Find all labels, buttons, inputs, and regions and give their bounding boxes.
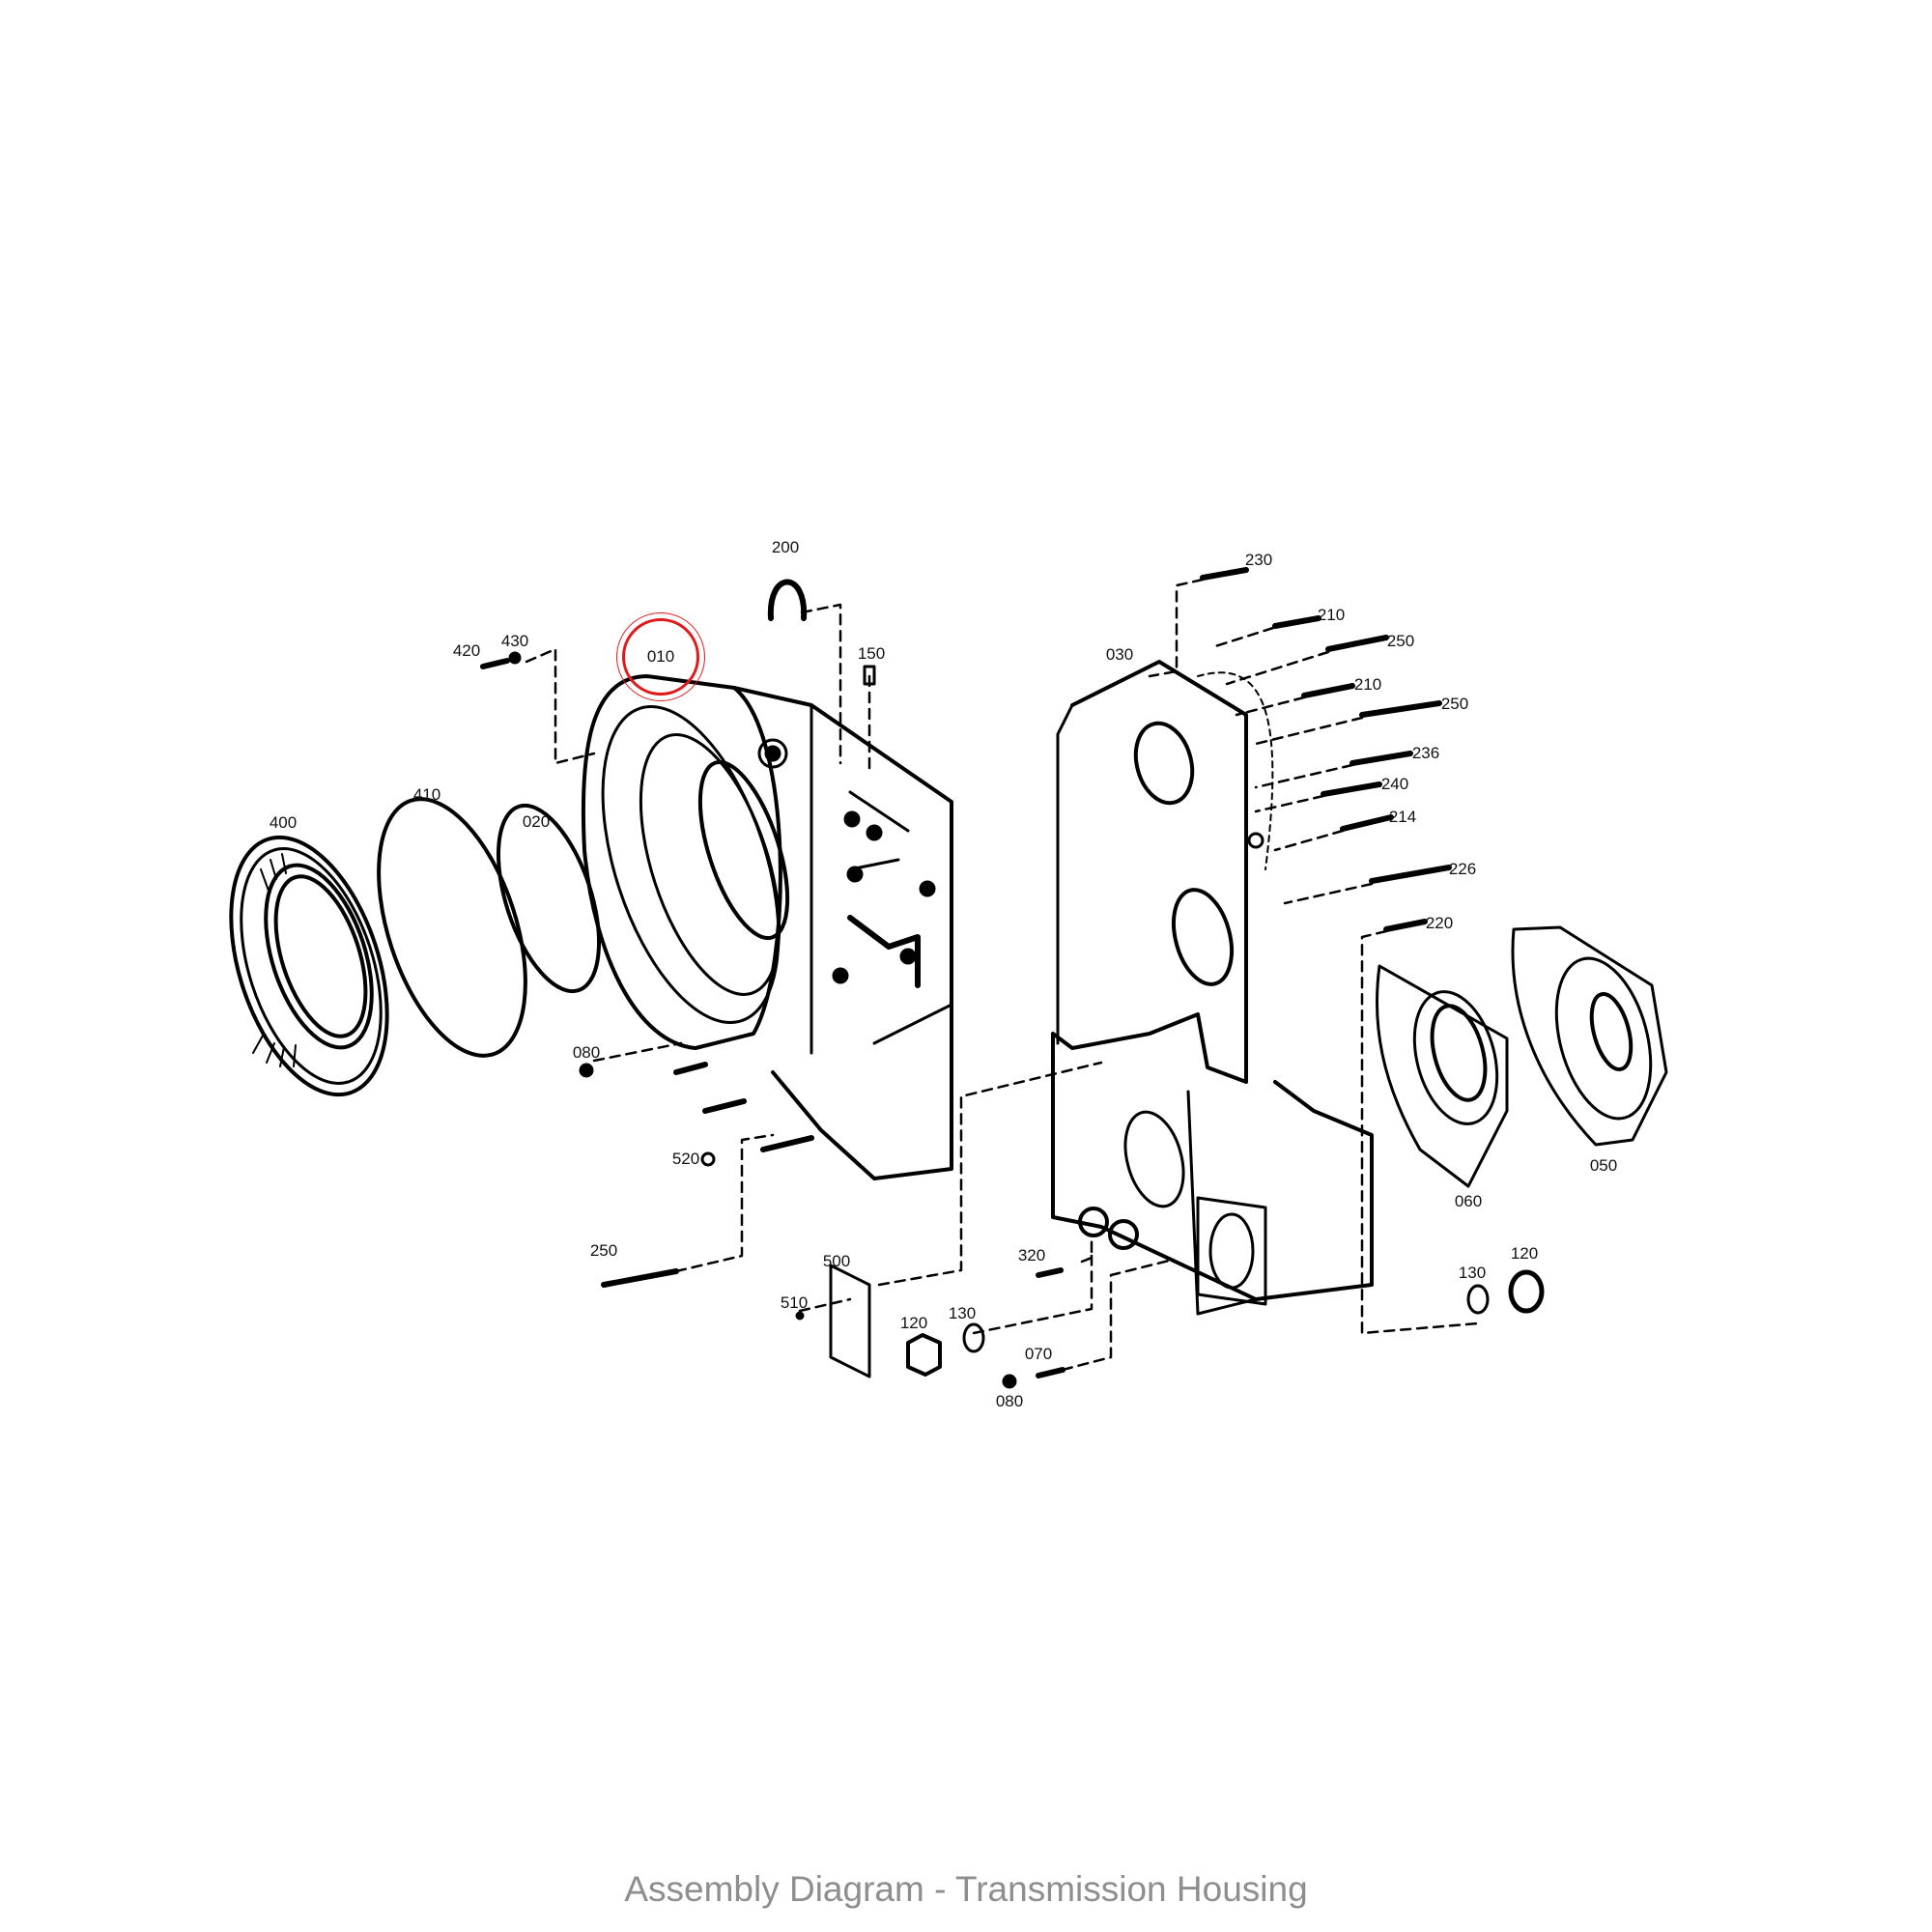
part-label-320[interactable]: 320 <box>1017 1246 1046 1264</box>
part-label-120[interactable]: 120 <box>899 1314 928 1332</box>
part-label-420[interactable]: 420 <box>452 641 481 660</box>
part-label-010[interactable]: 010 <box>646 647 675 666</box>
part-030-intermediate-housing[interactable] <box>1051 660 1374 1316</box>
part-label-080[interactable]: 080 <box>995 1392 1024 1410</box>
part-label-130[interactable]: 130 <box>1458 1264 1487 1282</box>
part-060-cover[interactable] <box>1375 964 1510 1188</box>
part-label-410[interactable]: 410 <box>412 785 441 804</box>
part-label-520[interactable]: 520 <box>671 1150 700 1168</box>
part-label-200[interactable]: 200 <box>771 538 800 556</box>
part-label-510[interactable]: 510 <box>780 1293 809 1312</box>
part-label-080[interactable]: 080 <box>572 1043 601 1062</box>
leader-lines <box>525 578 1480 1372</box>
part-400-seal-carrier[interactable] <box>202 818 416 1115</box>
part-410-o-ring[interactable] <box>351 781 554 1073</box>
part-label-250[interactable]: 250 <box>589 1241 618 1260</box>
part-label-130[interactable]: 130 <box>948 1304 977 1322</box>
small-parts <box>508 579 1545 1389</box>
part-label-400[interactable]: 400 <box>269 813 298 832</box>
part-label-240[interactable]: 240 <box>1380 775 1409 793</box>
part-label-230[interactable]: 230 <box>1244 551 1273 569</box>
diagram-caption: Assembly Diagram - Transmission Housing <box>624 1869 1308 1909</box>
part-label-214[interactable]: 214 <box>1388 808 1417 826</box>
highlight-ring-010-outer <box>616 612 705 701</box>
part-label-020[interactable]: 020 <box>522 812 551 831</box>
part-label-250[interactable]: 250 <box>1386 632 1415 650</box>
part-010-converter-housing[interactable] <box>568 674 953 1180</box>
part-label-060[interactable]: 060 <box>1454 1192 1483 1210</box>
part-label-236[interactable]: 236 <box>1411 744 1440 762</box>
part-label-150[interactable]: 150 <box>857 644 886 663</box>
part-label-500[interactable]: 500 <box>822 1252 851 1270</box>
part-label-430[interactable]: 430 <box>500 632 529 650</box>
part-label-220[interactable]: 220 <box>1425 914 1454 932</box>
part-050-cover[interactable] <box>1511 925 1668 1147</box>
part-label-050[interactable]: 050 <box>1589 1156 1618 1175</box>
part-label-226[interactable]: 226 <box>1448 860 1477 878</box>
part-label-210[interactable]: 210 <box>1353 675 1382 694</box>
part-label-210[interactable]: 210 <box>1317 606 1346 624</box>
part-label-030[interactable]: 030 <box>1105 645 1134 664</box>
part-label-120[interactable]: 120 <box>1510 1244 1539 1263</box>
part-label-070[interactable]: 070 <box>1024 1345 1053 1363</box>
part-label-250[interactable]: 250 <box>1440 695 1469 713</box>
bolt-group <box>480 567 1452 1378</box>
